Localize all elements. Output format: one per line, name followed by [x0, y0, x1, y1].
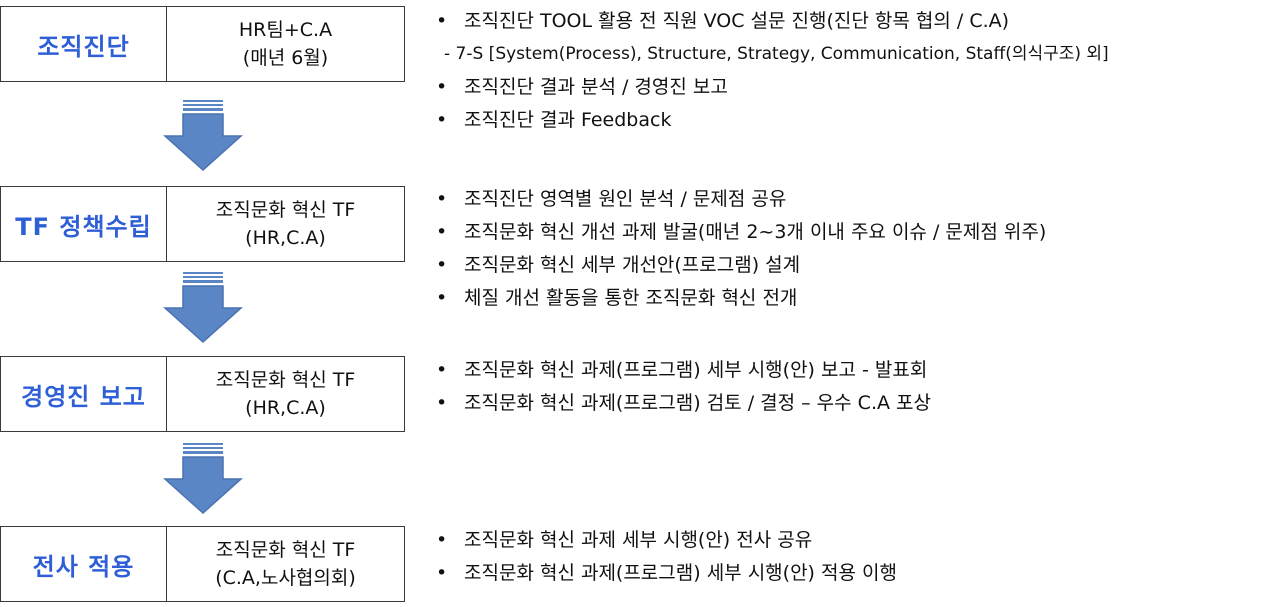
- step-description-4: 조직문화 혁신 과제 세부 시행(안) 전사 공유 조직문화 혁신 과제(프로그…: [432, 524, 1272, 590]
- step-1-item-1: 조직진단 TOOL 활용 전 직원 VOC 설문 진행(진단 항목 협의 / C…: [432, 5, 1272, 38]
- step-4-item-1: 조직문화 혁신 과제 세부 시행(안) 전사 공유: [432, 524, 1272, 557]
- step-title-3: 경영진 보고: [1, 357, 167, 431]
- step-3-item-1: 조직문화 혁신 과제(프로그램) 세부 시행(안) 보고 - 발표회: [432, 354, 1272, 387]
- step-2-item-1: 조직진단 영역별 원인 분석 / 문제점 공유: [432, 183, 1272, 216]
- step-title-4: 전사 적용: [1, 527, 167, 601]
- step-owner-2-line-1: 조직문화 혁신 TF: [215, 199, 356, 221]
- step-description-1: 조직진단 TOOL 활용 전 직원 VOC 설문 진행(진단 항목 협의 / C…: [432, 5, 1272, 137]
- step-owner-4: 조직문화 혁신 TF (C.A,노사협의회): [167, 527, 404, 601]
- step-owner-2: 조직문화 혁신 TF (HR,C.A): [167, 187, 404, 261]
- step-owner-2-line-2: (HR,C.A): [245, 227, 326, 249]
- step-title-1: 조직진단: [1, 7, 167, 81]
- step-owner-1: HR팀+C.A (매년 6월): [167, 7, 404, 81]
- step-box-2: TF 정책수립 조직문화 혁신 TF (HR,C.A): [0, 186, 405, 262]
- step-1-item-4: 조직진단 결과 Feedback: [432, 104, 1272, 137]
- step-4-item-2: 조직문화 혁신 과제(프로그램) 세부 시행(안) 적용 이행: [432, 557, 1272, 590]
- step-owner-3: 조직문화 혁신 TF (HR,C.A): [167, 357, 404, 431]
- step-box-4: 전사 적용 조직문화 혁신 TF (C.A,노사협의회): [0, 526, 405, 602]
- step-1-item-2: - 7-S [System(Process), Structure, Strat…: [444, 44, 1109, 64]
- step-owner-4-line-2: (C.A,노사협의회): [215, 567, 356, 589]
- step-owner-3-line-2: (HR,C.A): [245, 397, 326, 419]
- step-owner-3-line-1: 조직문화 혁신 TF: [215, 369, 356, 391]
- step-2-item-4: 체질 개선 활동을 통한 조직문화 혁신 전개: [432, 282, 1272, 315]
- step-1-item-3: 조직진단 결과 분석 / 경영진 보고: [432, 71, 1272, 104]
- down-arrow-icon: [163, 443, 243, 515]
- step-owner-1-line-1: HR팀+C.A: [238, 19, 333, 41]
- step-box-3: 경영진 보고 조직문화 혁신 TF (HR,C.A): [0, 356, 405, 432]
- step-box-1: 조직진단 HR팀+C.A (매년 6월): [0, 6, 405, 82]
- step-3-item-2: 조직문화 혁신 과제(프로그램) 검토 / 결정 – 우수 C.A 포상: [432, 387, 1272, 420]
- down-arrow-icon: [163, 272, 243, 344]
- step-title-2: TF 정책수립: [1, 187, 167, 261]
- step-owner-4-line-1: 조직문화 혁신 TF: [215, 539, 356, 561]
- step-description-3: 조직문화 혁신 과제(프로그램) 세부 시행(안) 보고 - 발표회 조직문화 …: [432, 354, 1272, 420]
- step-description-2: 조직진단 영역별 원인 분석 / 문제점 공유 조직문화 혁신 개선 과제 발굴…: [432, 183, 1272, 315]
- step-2-item-2: 조직문화 혁신 개선 과제 발굴(매년 2~3개 이내 주요 이슈 / 문제점 …: [432, 216, 1272, 249]
- step-owner-1-line-2: (매년 6월): [242, 47, 329, 69]
- step-2-item-3: 조직문화 혁신 세부 개선안(프로그램) 설계: [432, 249, 1272, 282]
- down-arrow-icon: [163, 100, 243, 172]
